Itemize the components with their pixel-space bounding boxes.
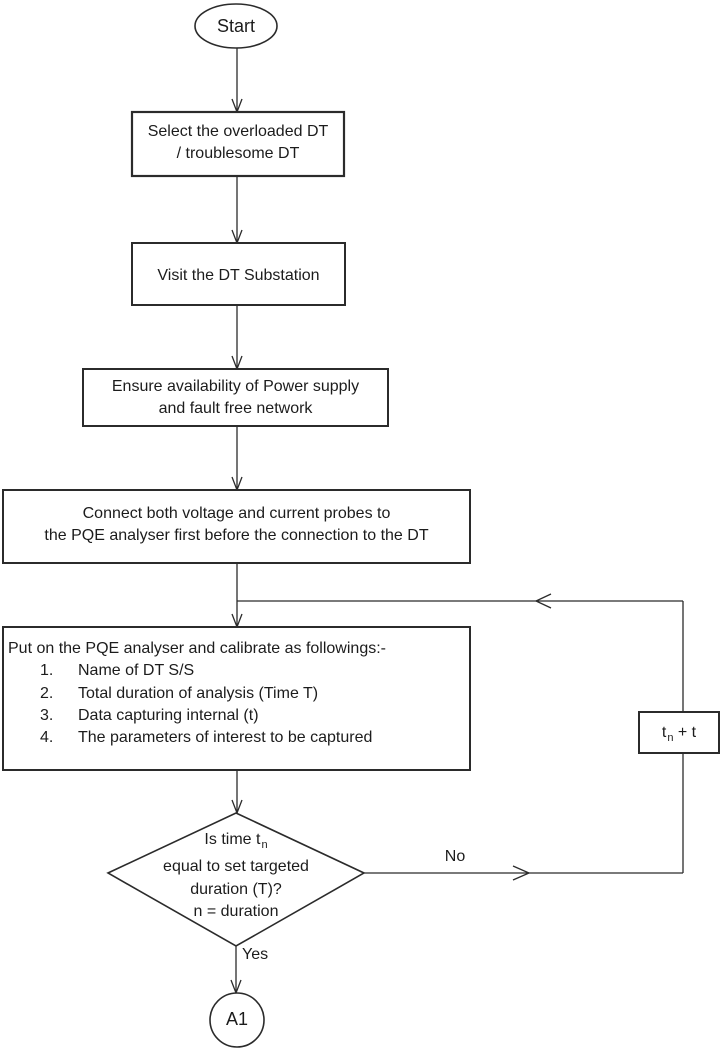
process-increment-text: tn + t — [639, 722, 719, 749]
connector-a1-label: A1 — [225, 1009, 249, 1029]
decision-text: Is time tn equal to set targeted duratio… — [126, 829, 346, 924]
node-shapes — [2, 3, 720, 1048]
edge-label-yes: Yes — [242, 946, 269, 963]
process-box-visit-substation — [131, 242, 346, 306]
process-box-select-dt — [130, 110, 346, 178]
increment-subscript: n — [667, 732, 674, 744]
start-terminal-ellipse — [194, 3, 278, 49]
calibrate-item-2-number: 2. — [40, 684, 54, 702]
increment-rest: + t — [673, 724, 697, 741]
calibrate-item-3-number: 3. — [40, 706, 54, 724]
calibrate-item-4: 4. The parameters of interest to be capt… — [8, 727, 465, 749]
decision-diamond — [106, 812, 366, 947]
calibrate-item-1: 1. Name of DT S/S — [8, 660, 465, 682]
process-select-dt-line1: Select the overloaded DT — [147, 123, 329, 140]
process-ensure-power-line1: Ensure availability of Power supply — [111, 378, 360, 395]
process-select-dt-text: Select the overloaded DT / troublesome D… — [132, 121, 344, 165]
process-connect-probes-line1: Connect both voltage and current probes … — [82, 505, 391, 522]
process-calibrate-text: Put on the PQE analyser and calibrate as… — [8, 638, 465, 749]
process-visit-substation-text: Visit the DT Substation — [157, 267, 320, 284]
calibrate-item-1-text: Name of DT S/S — [78, 662, 195, 680]
calibrate-item-3-text: Data capturing internal (t) — [78, 706, 259, 724]
decision-line2: equal to set targeted — [163, 858, 309, 876]
process-box-calibrate — [2, 626, 471, 771]
calibrate-item-2-text: Total duration of analysis (Time T) — [78, 684, 319, 702]
process-ensure-power-line2: and fault free network — [158, 400, 313, 417]
calibrate-item-2: 2. Total duration of analysis (Time T) — [8, 683, 465, 705]
decision-line1: Is time tn — [126, 829, 346, 856]
decision-line1-subscript: n — [261, 839, 268, 851]
connector-circle-a1 — [209, 992, 265, 1048]
calibrate-item-1-number: 1. — [40, 662, 54, 680]
edge-label-no: No — [444, 848, 466, 865]
start-terminal-label: Start — [216, 16, 255, 36]
process-calibrate-title: Put on the PQE analyser and calibrate as… — [8, 640, 386, 657]
increment-base: t — [661, 724, 667, 741]
process-connect-probes-text: Connect both voltage and current probes … — [3, 503, 470, 546]
process-box-ensure-power — [82, 368, 389, 427]
decision-line4: n = duration — [193, 903, 279, 921]
decision-line3: duration (T)? — [190, 880, 282, 898]
process-box-connect-probes — [2, 489, 471, 564]
process-box-increment — [638, 711, 720, 754]
process-ensure-power-text: Ensure availability of Power supply and … — [83, 376, 388, 420]
arrowhead-left — [534, 593, 552, 609]
calibrate-item-4-text: The parameters of interest to be capture… — [78, 729, 373, 747]
calibrate-item-4-number: 4. — [40, 729, 54, 747]
calibrate-item-3: 3. Data capturing internal (t) — [8, 705, 465, 727]
process-select-dt-line2: / troublesome DT — [176, 145, 300, 162]
decision-line1-base: Is time t — [204, 831, 261, 848]
arrowhead-right — [512, 865, 531, 881]
process-connect-probes-line2: the PQE analyser first before the connec… — [44, 526, 429, 544]
